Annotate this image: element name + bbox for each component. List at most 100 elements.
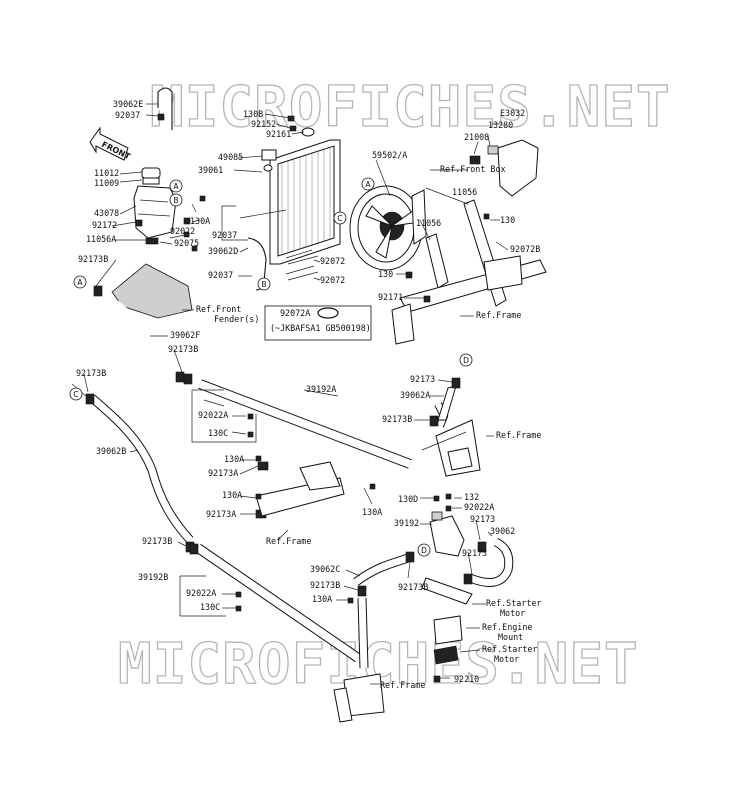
svg-text:92037: 92037 bbox=[115, 110, 140, 120]
svg-text:92173B: 92173B bbox=[76, 368, 106, 378]
ref-frame-left: Ref.Frame bbox=[266, 536, 311, 546]
svg-text:92173B: 92173B bbox=[382, 414, 412, 424]
hose-39062 bbox=[468, 538, 513, 586]
watermark-bottom: MICROFICHES.NET bbox=[118, 632, 639, 697]
svg-text:A: A bbox=[173, 182, 179, 191]
note-box: 92072A (~JKBAFSA1 GB500198) bbox=[264, 305, 372, 341]
svg-text:130: 130 bbox=[378, 269, 393, 279]
svg-text:59502/A: 59502/A bbox=[372, 150, 407, 160]
hose-39062b bbox=[89, 395, 193, 543]
svg-text:92037: 92037 bbox=[208, 270, 233, 280]
svg-text:39062B: 39062B bbox=[96, 446, 126, 456]
callout-a-1: A bbox=[169, 179, 183, 193]
svg-text:D: D bbox=[421, 546, 427, 555]
part-labels: 39062E 92037 130B 92152 92161 E3032 1328… bbox=[76, 99, 541, 690]
hose-clamps bbox=[85, 285, 487, 597]
svg-text:92161: 92161 bbox=[266, 129, 291, 139]
svg-text:92173: 92173 bbox=[410, 374, 435, 384]
svg-text:A: A bbox=[365, 180, 371, 189]
breather-hose bbox=[157, 87, 173, 130]
svg-text:39062: 39062 bbox=[490, 526, 515, 536]
svg-text:92072: 92072 bbox=[320, 256, 345, 266]
svg-text:92173A: 92173A bbox=[208, 468, 238, 478]
svg-text:11012: 11012 bbox=[94, 168, 119, 178]
reservoir-tank bbox=[133, 167, 177, 245]
svg-text:92210: 92210 bbox=[454, 674, 479, 684]
ref-starter-motor-1b: Motor bbox=[500, 608, 525, 618]
starter-bracket bbox=[421, 577, 473, 605]
svg-text:39062C: 39062C bbox=[310, 564, 340, 574]
svg-text:92022: 92022 bbox=[170, 226, 195, 236]
watermark-top: MICROFICHES.NET bbox=[150, 75, 671, 140]
svg-text:92022A: 92022A bbox=[198, 410, 228, 420]
ref-front-box: Ref.Front Box bbox=[440, 164, 506, 174]
hose-39062f bbox=[94, 288, 178, 382]
callout-a-3: A bbox=[73, 275, 87, 289]
callout-c-2: C bbox=[69, 387, 83, 401]
svg-text:130A: 130A bbox=[224, 454, 244, 464]
svg-text:130D: 130D bbox=[398, 494, 418, 504]
ref-frame-top: Ref.Frame bbox=[476, 310, 521, 320]
svg-text:92072B: 92072B bbox=[510, 244, 540, 254]
note-box-text: (~JKBAFSA1 GB500198) bbox=[270, 323, 371, 333]
svg-text:13280: 13280 bbox=[488, 120, 513, 130]
svg-text:39062D: 39062D bbox=[208, 246, 238, 256]
svg-text:92173: 92173 bbox=[462, 548, 487, 558]
callout-d-2: D bbox=[417, 543, 431, 557]
svg-text:92171: 92171 bbox=[378, 292, 403, 302]
svg-text:130C: 130C bbox=[200, 602, 220, 612]
svg-text:D: D bbox=[463, 356, 469, 365]
ref-engine-mount-b: Mount bbox=[498, 632, 523, 642]
frame-upper bbox=[391, 199, 547, 345]
svg-text:E3032: E3032 bbox=[500, 108, 525, 118]
svg-text:132: 132 bbox=[464, 492, 479, 502]
thermostat-housing bbox=[429, 515, 465, 557]
svg-text:B: B bbox=[173, 196, 178, 205]
ref-front-fender-1: Ref.Front bbox=[196, 304, 241, 314]
svg-text:21008: 21008 bbox=[464, 132, 489, 142]
svg-text:92173A: 92173A bbox=[206, 509, 236, 519]
ref-engine-mount-a: Ref.Engine bbox=[482, 622, 532, 632]
leader-lines bbox=[71, 103, 509, 685]
svg-text:C: C bbox=[73, 390, 78, 399]
pipe-39192a bbox=[198, 380, 412, 468]
pipe-39192b bbox=[195, 544, 361, 662]
svg-text:92173: 92173 bbox=[470, 514, 495, 524]
svg-text:130: 130 bbox=[500, 215, 515, 225]
svg-text:92173B: 92173B bbox=[310, 580, 340, 590]
ref-frame-bottom: Ref.Frame bbox=[380, 680, 425, 690]
svg-text:92172: 92172 bbox=[92, 220, 117, 230]
svg-text:92022A: 92022A bbox=[464, 502, 494, 512]
svg-text:92072: 92072 bbox=[320, 275, 345, 285]
svg-text:11056: 11056 bbox=[416, 218, 441, 228]
hose-39062c bbox=[353, 554, 410, 585]
svg-text:43078: 43078 bbox=[94, 208, 119, 218]
radiator bbox=[261, 127, 341, 265]
callout-d-1: D bbox=[459, 353, 473, 367]
svg-text:39062A: 39062A bbox=[400, 390, 430, 400]
svg-text:92173B: 92173B bbox=[168, 344, 198, 354]
svg-text:B: B bbox=[261, 280, 266, 289]
callout-c-1: C bbox=[333, 211, 347, 225]
svg-text:130A: 130A bbox=[312, 594, 332, 604]
engine-mount bbox=[433, 615, 463, 645]
svg-text:92075: 92075 bbox=[174, 238, 199, 248]
svg-text:92173B: 92173B bbox=[398, 582, 428, 592]
front-box-bracket bbox=[469, 139, 539, 197]
svg-text:130B: 130B bbox=[243, 109, 263, 119]
svg-text:39061: 39061 bbox=[198, 165, 223, 175]
callout-b-1: B bbox=[169, 193, 183, 207]
svg-text:A: A bbox=[77, 278, 83, 287]
svg-text:11009: 11009 bbox=[94, 178, 119, 188]
svg-text:11056A: 11056A bbox=[86, 234, 116, 244]
svg-text:130C: 130C bbox=[208, 428, 228, 438]
svg-text:C: C bbox=[337, 214, 342, 223]
svg-text:39062E: 39062E bbox=[113, 99, 143, 109]
ref-starter-motor-2b: Motor bbox=[494, 654, 519, 664]
svg-text:92022A: 92022A bbox=[186, 588, 216, 598]
callout-a-2: A bbox=[361, 177, 375, 191]
svg-text:130A: 130A bbox=[190, 216, 210, 226]
svg-text:92173B: 92173B bbox=[78, 254, 108, 264]
svg-text:39192: 39192 bbox=[394, 518, 419, 528]
ref-starter-motor-2a: Ref.Starter bbox=[482, 644, 537, 654]
